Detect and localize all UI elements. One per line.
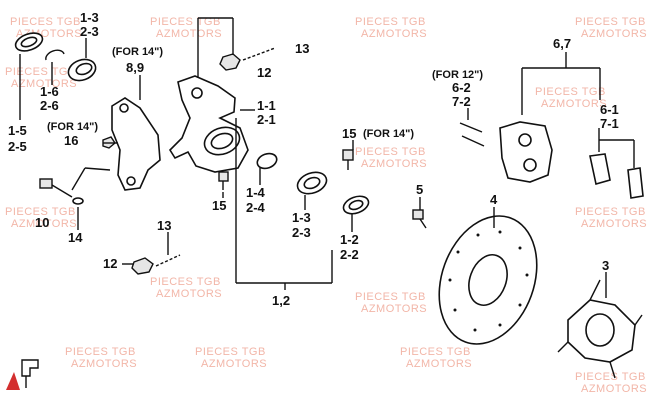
- wm-7a: PIECES TGB: [355, 146, 426, 158]
- label-1-4: 1-4: [246, 185, 266, 200]
- label-2-5: 2-5: [8, 139, 27, 154]
- label-5: 5: [416, 182, 423, 197]
- wm-9a: PIECES TGB: [575, 206, 646, 218]
- caliper-pins-part: [459, 122, 485, 147]
- wm-13b: AZMOTORS: [201, 358, 267, 370]
- label-15-lower: 15: [212, 198, 226, 213]
- spacer-part: [256, 152, 278, 170]
- brake-caliper-part: [499, 121, 553, 183]
- label-for14-c: (FOR 14"): [363, 128, 414, 140]
- wm-6a: PIECES TGB: [535, 86, 606, 98]
- wm-6b: AZMOTORS: [541, 98, 607, 110]
- wm-15b: AZMOTORS: [581, 383, 647, 395]
- wm-9b: AZMOTORS: [581, 218, 647, 230]
- label-8-9: 8,9: [126, 60, 144, 75]
- wm-3b: AZMOTORS: [361, 28, 427, 40]
- bolt-10-part: [39, 178, 73, 198]
- label-12-top: 12: [257, 65, 271, 80]
- label-7-2: 7-2: [452, 94, 471, 109]
- wm-10b: AZMOTORS: [156, 288, 222, 300]
- wm-13a: PIECES TGB: [195, 346, 266, 358]
- label-16: 16: [64, 133, 78, 148]
- bearing-mid-part: [296, 171, 328, 195]
- circlip-part: [45, 49, 65, 61]
- oil-seal-part: [14, 32, 44, 52]
- leader-lines: [19, 17, 635, 298]
- brake-pads-part: [589, 153, 644, 199]
- wm-5a: PIECES TGB: [5, 66, 76, 78]
- wm-11b: AZMOTORS: [361, 303, 427, 315]
- wm-11a: PIECES TGB: [355, 291, 426, 303]
- label-2-6: 2-6: [40, 98, 59, 113]
- label-1-1: 1-1: [257, 98, 276, 113]
- label-13-top: 13: [295, 41, 309, 56]
- label-6-2: 6-2: [452, 80, 471, 95]
- wm-3a: PIECES TGB: [355, 16, 426, 28]
- brand-logo-icon: [6, 359, 39, 390]
- label-2-4: 2-4: [246, 200, 266, 215]
- wm-2a: PIECES TGB: [150, 16, 221, 28]
- label-15-upper: 15: [342, 126, 356, 141]
- label-2-3-top: 2-3: [80, 24, 99, 39]
- wm-14a: PIECES TGB: [400, 346, 471, 358]
- label-2-1: 2-1: [257, 112, 276, 127]
- label-6-7: 6,7: [553, 36, 571, 51]
- label-6-1: 6-1: [600, 102, 619, 117]
- wm-8b: AZMOTORS: [11, 218, 77, 230]
- label-7-1: 7-1: [600, 116, 619, 131]
- bolt-15-lower-part: [218, 171, 229, 190]
- wm-14b: AZMOTORS: [406, 358, 472, 370]
- label-for14-b: (FOR 14"): [47, 121, 98, 133]
- label-1-2: 1-2: [340, 232, 359, 247]
- bolt-13-lower-part: [155, 254, 181, 267]
- bolt-5-part: [412, 209, 427, 229]
- label-1-5: 1-5: [8, 123, 27, 138]
- wm-12b: AZMOTORS: [71, 358, 137, 370]
- washer-14-part: [72, 197, 84, 205]
- wm-8a: PIECES TGB: [5, 206, 76, 218]
- bolt-13-top-part: [242, 47, 276, 61]
- label-12-lower: 12: [103, 256, 117, 271]
- wm-10a: PIECES TGB: [150, 276, 221, 288]
- wm-1a: PIECES TGB: [10, 16, 81, 28]
- oil-seal-mid-part: [342, 195, 370, 215]
- part-labels: 1-3 2-3 (FOR 14") 8,9 13 12 1-1 2-1 (FOR…: [8, 10, 619, 308]
- label-1-3-top: 1-3: [80, 10, 99, 25]
- label-1-3-mid: 1-3: [292, 210, 311, 225]
- wheel-hub-part: [557, 279, 643, 379]
- bearing-top-part: [67, 58, 97, 82]
- wm-5b: AZMOTORS: [11, 78, 77, 90]
- label-13-lower: 13: [157, 218, 171, 233]
- wm-4a: PIECES TGB: [575, 16, 646, 28]
- label-1-6: 1-6: [40, 84, 59, 99]
- label-1-2-main: 1,2: [272, 293, 290, 308]
- wm-12a: PIECES TGB: [65, 346, 136, 358]
- wm-7b: AZMOTORS: [361, 158, 427, 170]
- bolt-15-upper-part: [342, 149, 354, 170]
- label-4: 4: [490, 192, 498, 207]
- label-for12: (FOR 12"): [432, 69, 483, 81]
- label-3: 3: [602, 258, 609, 273]
- label-2-3-mid: 2-3: [292, 225, 311, 240]
- wm-15a: PIECES TGB: [575, 371, 646, 383]
- label-for14-a: (FOR 14"): [112, 46, 163, 58]
- nut-top-part: [219, 53, 241, 71]
- nut-lower-part: [131, 257, 154, 275]
- label-10: 10: [35, 215, 49, 230]
- caliper-bracket-part: [111, 97, 161, 191]
- wm-2b: AZMOTORS: [156, 28, 222, 40]
- label-2-2: 2-2: [340, 247, 359, 262]
- label-14: 14: [68, 230, 83, 245]
- steering-knuckle-part: [168, 75, 249, 173]
- brake-disc-part: [438, 215, 538, 345]
- wm-4b: AZMOTORS: [581, 28, 647, 40]
- watermarks: PIECES TGB AZMOTORS PIECES TGB AZMOTORS …: [5, 16, 647, 395]
